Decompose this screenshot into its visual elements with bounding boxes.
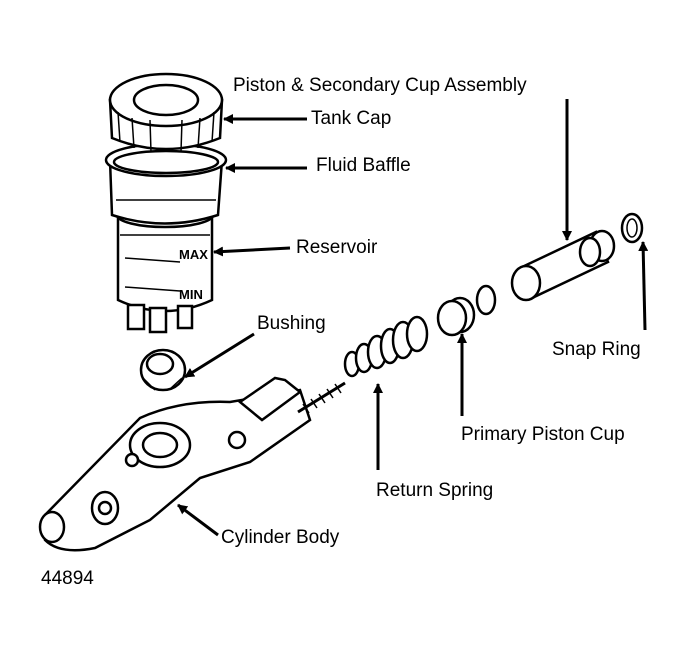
label-tank-cap: Tank Cap xyxy=(311,108,391,129)
label-fluid-baffle: Fluid Baffle xyxy=(316,155,411,176)
reservoir-arrow xyxy=(213,246,291,257)
label-cylinder-body: Cylinder Body xyxy=(221,527,340,548)
label-primary-piston-cup: Primary Piston Cup xyxy=(461,424,625,445)
bushing-part xyxy=(139,348,187,392)
label-reservoir: Reservoir xyxy=(296,237,378,258)
primary-piston-cup-part xyxy=(436,284,497,337)
return-spring-part xyxy=(343,315,429,378)
snap-ring-part xyxy=(620,212,644,244)
label-bushing: Bushing xyxy=(257,313,326,334)
reservoir-part xyxy=(108,158,224,334)
fluid-baffle-part xyxy=(104,142,228,178)
label-snap-ring: Snap Ring xyxy=(552,339,641,360)
cylinder-body-arrow xyxy=(177,503,219,537)
label-piston-secondary-cup-assembly: Piston & Secondary Cup Assembly xyxy=(233,75,527,96)
snap-ring-arrow xyxy=(638,241,649,331)
tank-cap-part xyxy=(108,72,224,153)
reservoir-max-mark: MAX xyxy=(179,247,208,262)
figure-number: 44894 xyxy=(41,568,94,589)
label-return-spring: Return Spring xyxy=(376,480,493,501)
reservoir-min-mark: MIN xyxy=(179,287,203,302)
piston-secondary-cup-part xyxy=(510,229,616,302)
bushing-arrow xyxy=(184,332,255,379)
leader-arrows xyxy=(177,99,649,537)
cylinder-body-part xyxy=(38,376,346,552)
